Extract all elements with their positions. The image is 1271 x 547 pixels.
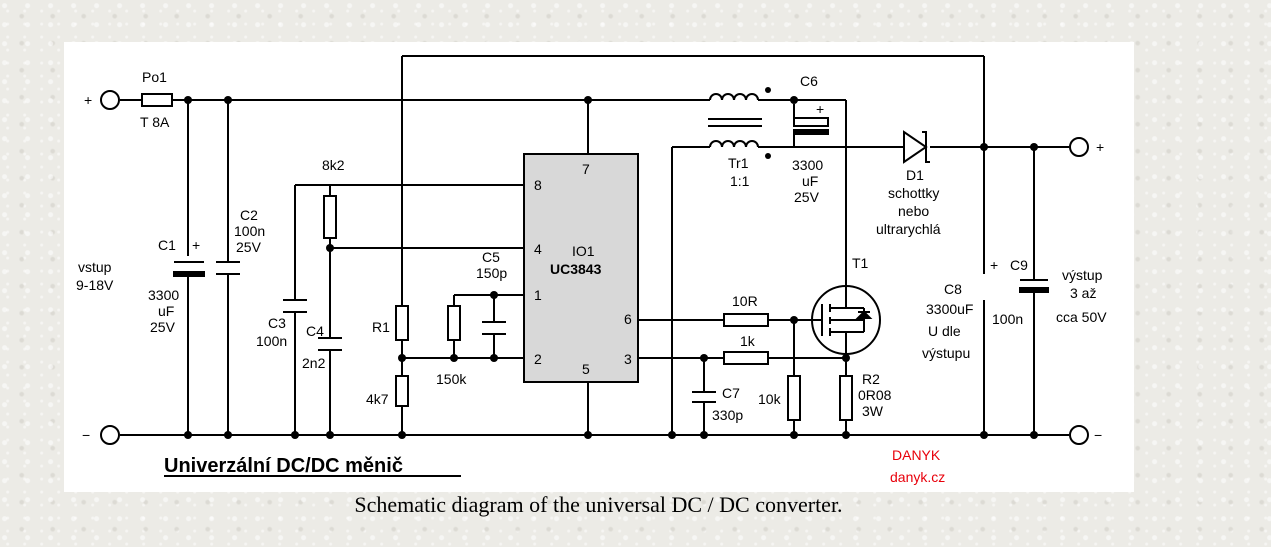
ic-pin-4: 4 xyxy=(534,241,542,257)
c3-value: 100n xyxy=(256,333,287,349)
c8-value-3: výstupu xyxy=(922,345,970,361)
r10r-value: 10R xyxy=(732,293,758,309)
c3-name: C3 xyxy=(268,315,286,331)
output-label: výstup xyxy=(1062,267,1103,283)
c6-value-3: 25V xyxy=(794,189,820,205)
c4-name: C4 xyxy=(306,323,324,339)
c5-value: 150p xyxy=(476,265,507,281)
ic-pin-5: 5 xyxy=(582,361,590,377)
c1-value-3: 25V xyxy=(150,319,176,335)
input-plus-sign: + xyxy=(84,92,92,108)
c4-value: 2n2 xyxy=(302,355,326,371)
c9-value: 100n xyxy=(992,311,1023,327)
t1-name: T1 xyxy=(852,255,869,271)
ic-name: IO1 xyxy=(572,243,595,259)
output-range-2: cca 50V xyxy=(1056,309,1107,325)
d1-name: D1 xyxy=(906,167,924,183)
c2-value-1: 100n xyxy=(234,223,265,239)
ic-pin-6: 6 xyxy=(624,311,632,327)
junction-dots xyxy=(184,96,1038,439)
input-label: vstup xyxy=(78,259,112,275)
tr1-name: Tr1 xyxy=(728,155,749,171)
terminals xyxy=(100,90,1089,445)
transformer-symbol xyxy=(708,93,762,148)
input-minus-sign: − xyxy=(82,427,90,443)
wires xyxy=(120,55,1069,436)
output-range-1: 3 až xyxy=(1070,285,1096,301)
c8-value-1: 3300uF xyxy=(926,301,973,317)
c7-name: C7 xyxy=(722,385,740,401)
c2-name: C2 xyxy=(240,207,258,223)
c1-value-2: uF xyxy=(158,303,174,319)
c1-value-1: 3300 xyxy=(148,287,179,303)
ic-pin-2: 2 xyxy=(534,351,542,367)
c1-plus: + xyxy=(192,237,200,253)
c6-value-2: uF xyxy=(802,173,818,189)
schematic-panel: + − + − Po1 T 8A vstup 9-18V C1 + 3300 u… xyxy=(64,42,1134,492)
capacitors xyxy=(173,104,1049,403)
fuse-value: T 8A xyxy=(140,114,170,130)
r2-name: R2 xyxy=(862,371,880,387)
r10k-value: 10k xyxy=(758,391,782,407)
schematic-diagram: + − + − Po1 T 8A vstup 9-18V C1 + 3300 u… xyxy=(76,55,1107,485)
fuse-name: Po1 xyxy=(142,69,167,85)
author-name: DANYK xyxy=(892,447,941,463)
transformer-dots xyxy=(765,87,771,159)
tr1-ratio: 1:1 xyxy=(730,173,750,189)
r2-value-2: 3W xyxy=(862,403,884,419)
ic-pin-3: 3 xyxy=(624,351,632,367)
c8-plus: + xyxy=(990,257,998,273)
c5-name: C5 xyxy=(482,249,500,265)
mosfet-symbol xyxy=(811,285,881,355)
fuse-symbol xyxy=(141,93,173,107)
ic-part: UC3843 xyxy=(550,261,602,277)
r2-value-1: 0R08 xyxy=(858,387,892,403)
c8-value-2: U dle xyxy=(928,323,961,339)
diode-symbol xyxy=(903,130,930,164)
r1-name: R1 xyxy=(372,319,390,335)
c6-value-1: 3300 xyxy=(792,157,823,173)
c2-value-2: 25V xyxy=(236,239,262,255)
output-plus-sign: + xyxy=(1096,139,1104,155)
ic-pin-8: 8 xyxy=(534,177,542,193)
r150k-value: 150k xyxy=(436,371,467,387)
ic-pin-1: 1 xyxy=(534,287,542,303)
c6-name: C6 xyxy=(800,73,818,89)
c7-value: 330p xyxy=(712,407,743,423)
ic-pin-7: 7 xyxy=(582,161,590,177)
r4k7-value: 4k7 xyxy=(366,391,389,407)
resistors xyxy=(323,195,853,421)
r1k-value: 1k xyxy=(740,333,756,349)
figure-caption: Schematic diagram of the universal DC / … xyxy=(354,492,843,517)
d1-line-3: ultrarychlá xyxy=(876,221,941,237)
c6-plus: + xyxy=(816,101,824,117)
ic-body xyxy=(523,153,639,383)
r8k2-value: 8k2 xyxy=(322,157,345,173)
c8-name: C8 xyxy=(944,281,962,297)
d1-line-2: nebo xyxy=(898,203,929,219)
author-site: danyk.cz xyxy=(890,469,945,485)
input-range: 9-18V xyxy=(76,277,114,293)
c1-name: C1 xyxy=(158,237,176,253)
d1-line-1: schottky xyxy=(888,185,939,201)
output-minus-sign: − xyxy=(1094,427,1102,443)
diagram-title: Univerzální DC/DC měnič xyxy=(164,455,403,477)
c9-name: C9 xyxy=(1010,257,1028,273)
